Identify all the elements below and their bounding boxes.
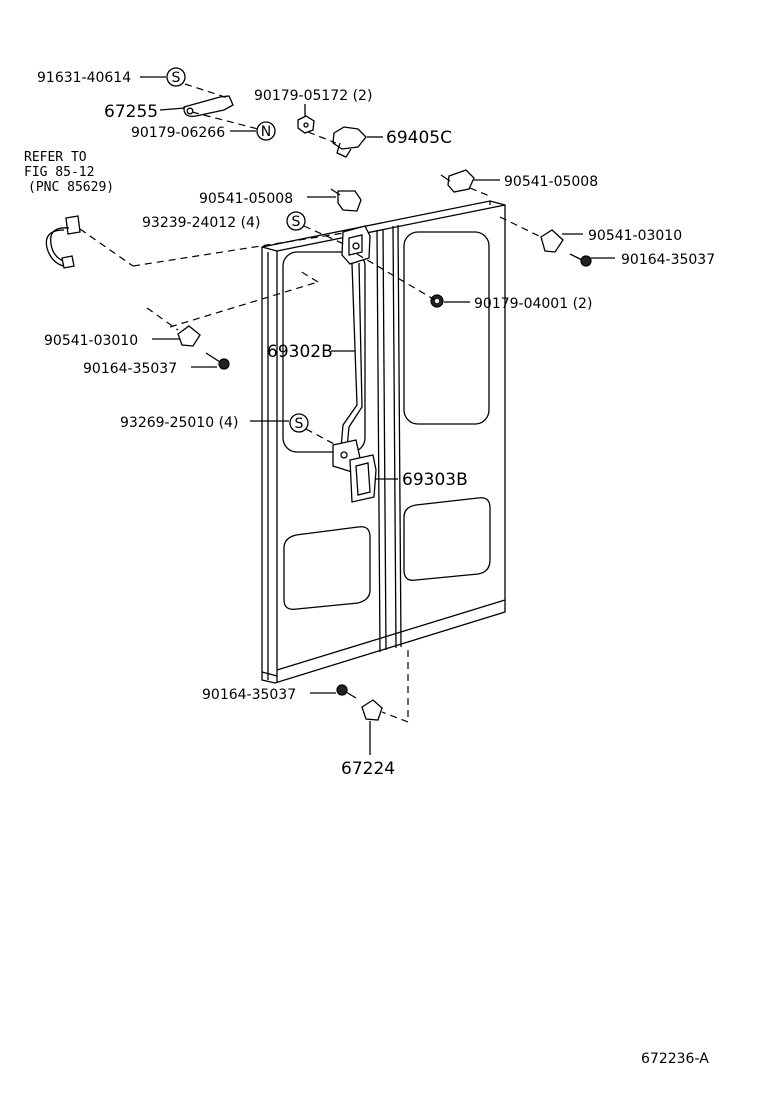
part-label: 90179-05172 (2) xyxy=(254,88,372,104)
part-label: 90164-35037 xyxy=(621,252,715,268)
part-label: 67224 xyxy=(341,759,395,779)
marker-s-text: S xyxy=(172,70,181,86)
marker-s-3: S xyxy=(289,413,309,433)
part-label: 90164-35037 xyxy=(202,687,296,703)
part-label: 90179-06266 xyxy=(131,125,225,141)
refer-note-line1: REFER TO xyxy=(24,150,87,165)
marker-n-text: N xyxy=(261,124,271,140)
part-label: 69405C xyxy=(386,128,452,148)
refer-note-line2: FIG 85-12 xyxy=(24,165,94,180)
hardware-parts xyxy=(45,95,592,721)
part-label: 90541-05008 xyxy=(504,174,598,190)
leader-lines xyxy=(140,76,615,755)
door-lock-rod-assembly xyxy=(332,225,377,503)
part-label: 69303B xyxy=(402,470,468,490)
part-label: 67255 xyxy=(104,102,158,122)
part-label: 90541-05008 xyxy=(199,191,293,207)
reference-lines xyxy=(79,83,542,723)
part-label: 90164-35037 xyxy=(83,361,177,377)
marker-s-2: S xyxy=(286,211,306,231)
part-label: 93239-24012 (4) xyxy=(142,215,260,231)
marker-s-1: S xyxy=(166,67,186,87)
part-label: 69302B xyxy=(267,342,333,362)
part-label: 90179-04001 (2) xyxy=(474,296,592,312)
refer-note-line3: (PNC 85629) xyxy=(28,180,114,195)
part-label: 90541-03010 xyxy=(44,333,138,349)
part-label: 93269-25010 (4) xyxy=(120,415,238,431)
part-label: 91631-40614 xyxy=(37,70,131,86)
marker-n: N xyxy=(256,121,276,141)
door-panel xyxy=(261,200,506,684)
marker-s-text: S xyxy=(292,214,301,230)
diagram-id: 672236-A xyxy=(641,1051,709,1067)
marker-s-text: S xyxy=(295,416,304,432)
part-label: 90541-03010 xyxy=(588,228,682,244)
